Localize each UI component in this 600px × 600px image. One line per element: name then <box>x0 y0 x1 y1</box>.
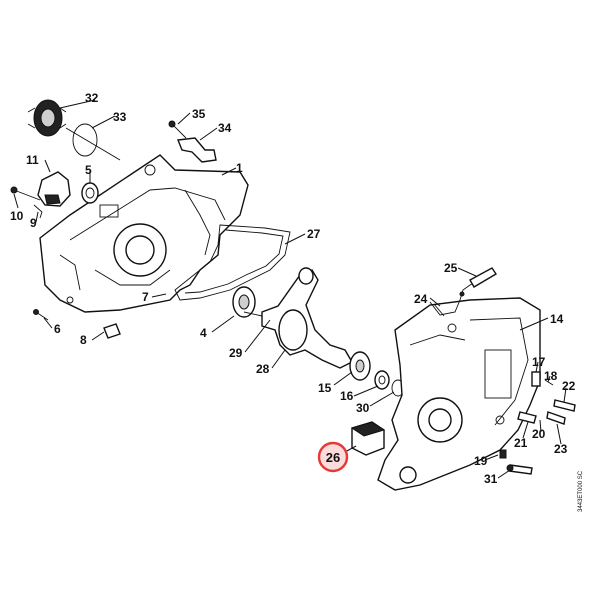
label-part-20: 20 <box>532 427 546 441</box>
crankcase-right-half <box>377 297 541 491</box>
leader-lines <box>13 99 567 479</box>
label-part-26: 26 <box>326 450 340 465</box>
label-part-18: 18 <box>544 369 558 383</box>
part-labels: 32 33 35 34 11 5 1 10 9 27 7 6 8 4 29 28… <box>10 91 576 486</box>
part-32-assembly <box>27 99 121 161</box>
label-part-11: 11 <box>26 153 39 167</box>
label-part-31: 31 <box>484 472 498 486</box>
label-part-6: 6 <box>54 322 61 336</box>
label-part-29: 29 <box>229 346 243 360</box>
label-part-17: 17 <box>532 355 546 369</box>
label-part-14: 14 <box>550 312 564 326</box>
part-11-cover <box>10 171 99 219</box>
reference-code: 3443ET000 SC <box>578 470 584 512</box>
label-part-25: 25 <box>444 261 458 275</box>
label-part-5: 5 <box>85 163 92 177</box>
crankshaft-assembly <box>232 267 405 397</box>
highlight-ring <box>317 441 349 473</box>
label-part-30: 30 <box>356 401 370 415</box>
label-part-21: 21 <box>514 436 528 450</box>
label-part-15: 15 <box>318 381 332 395</box>
oil-pickup-line <box>429 267 497 317</box>
label-part-9: 9 <box>30 216 37 230</box>
label-part-1: 1 <box>236 161 243 175</box>
label-part-22: 22 <box>562 379 576 393</box>
label-part-28: 28 <box>256 362 270 376</box>
label-part-35: 35 <box>192 107 206 121</box>
label-part-10: 10 <box>10 209 24 223</box>
label-part-16: 16 <box>340 389 354 403</box>
highlighted-part-26-callout[interactable]: 26 <box>317 441 349 473</box>
label-part-24: 24 <box>414 292 428 306</box>
label-part-23: 23 <box>554 442 568 456</box>
label-part-27: 27 <box>307 227 321 241</box>
label-part-19: 19 <box>474 454 488 468</box>
label-part-8: 8 <box>80 333 87 347</box>
part-26-block <box>350 421 386 456</box>
small-hardware-right <box>499 371 576 475</box>
part-34-lever <box>168 120 217 163</box>
label-part-7: 7 <box>142 290 149 304</box>
parts-6-8-hardware <box>33 309 121 339</box>
crankcase-left-half <box>39 154 249 313</box>
label-part-32: 32 <box>85 91 99 105</box>
gasket <box>174 224 291 301</box>
label-part-4: 4 <box>200 326 207 340</box>
label-part-34: 34 <box>218 121 232 135</box>
label-part-33: 33 <box>113 110 127 124</box>
